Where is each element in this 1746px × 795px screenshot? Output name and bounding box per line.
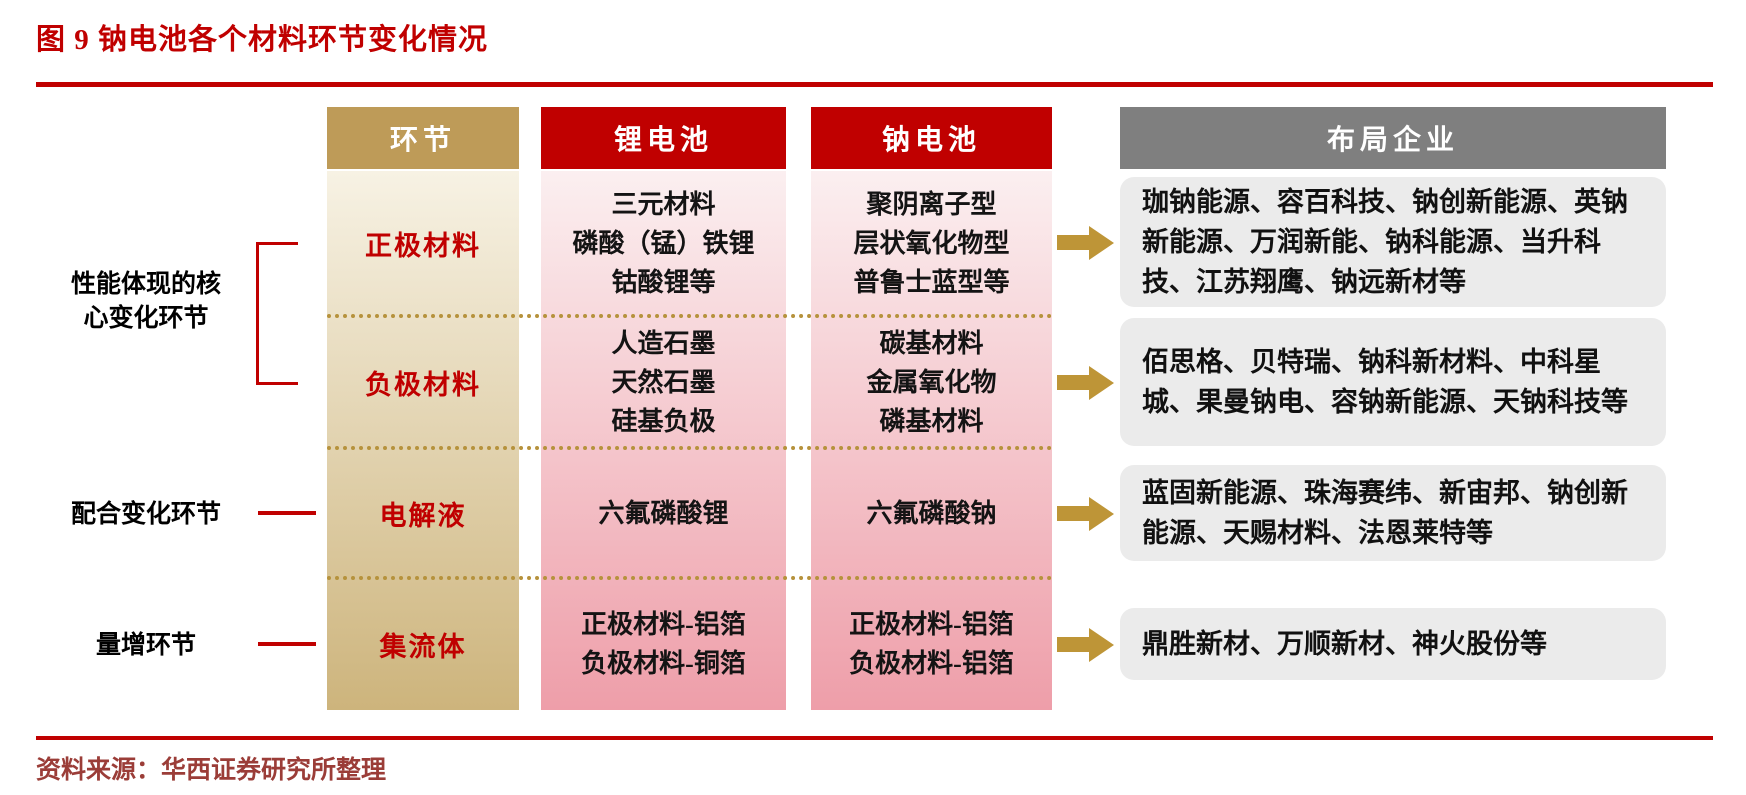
segment-cell-collector: 集流体 bbox=[379, 631, 467, 662]
arrow-right-icon bbox=[1057, 637, 1089, 652]
segment-cell-electrolyte: 电解液 bbox=[379, 500, 467, 531]
company-list: 佰思格、贝特瑞、钠科新材料、中科星城、果曼钠电、容钠新能源、天钠科技等 bbox=[1142, 347, 1628, 417]
company-list: 珈钠能源、容百科技、钠创新能源、英钠新能源、万润新能、钠科能源、当升科技、江苏翔… bbox=[1142, 187, 1628, 297]
sodium-cell-anode: 碳基材料 金属氧化物 磷基材料 bbox=[866, 328, 997, 436]
lithium-cell-electrolyte: 六氟磷酸锂 bbox=[598, 498, 729, 528]
coordinate-change-label: 配合变化环节 bbox=[70, 501, 221, 528]
companies-column-header: 布局企业 bbox=[1120, 107, 1666, 169]
lithium-cell-anode: 人造石墨 天然石墨 硅基负极 bbox=[611, 328, 716, 436]
sodium-cell-cathode: 聚阴离子型 层状氧化物型 普鲁士蓝型等 bbox=[853, 190, 1010, 297]
lithium-cell-collector: 正极材料-铝箔 负极材料-铜箔 bbox=[581, 610, 746, 678]
bracket-line bbox=[256, 242, 298, 245]
sodium-cell-electrolyte: 六氟磷酸钠 bbox=[866, 498, 997, 528]
connector-line bbox=[258, 511, 316, 515]
sodium-cell-collector: 正极材料-铝箔 负极材料-铝箔 bbox=[849, 610, 1014, 678]
row-separator bbox=[327, 314, 1052, 318]
arrow-right-icon bbox=[1057, 235, 1089, 250]
connector-line bbox=[258, 642, 316, 646]
segment-column: 正极材料 负极材料 电解液 集流体 bbox=[327, 171, 519, 710]
sodium-column: 聚阴离子型 层状氧化物型 普鲁士蓝型等 碳基材料 金属氧化物 磷基材料 六氟磷酸… bbox=[811, 171, 1052, 710]
segment-cell-anode: 负极材料 bbox=[365, 369, 481, 400]
row-separator bbox=[327, 446, 1052, 450]
lithium-column-header: 锂电池 bbox=[541, 107, 786, 169]
lithium-column: 三元材料 磷酸（锰）铁锂 钴酸锂等 人造石墨 天然石墨 硅基负极 六氟磷酸锂 正… bbox=[541, 171, 786, 710]
company-box-cathode: 珈钠能源、容百科技、钠创新能源、英钠新能源、万润新能、钠科能源、当升科技、江苏翔… bbox=[1120, 177, 1666, 307]
row-separator bbox=[327, 576, 1052, 580]
company-box-anode: 佰思格、贝特瑞、钠科新材料、中科星城、果曼钠电、容钠新能源、天钠科技等 bbox=[1120, 318, 1666, 446]
core-change-label: 性能体现的核 心变化环节 bbox=[70, 271, 221, 332]
company-list: 鼎胜新材、万顺新材、神火股份等 bbox=[1142, 629, 1547, 659]
lithium-cell-cathode: 三元材料 磷酸（锰）铁锂 钴酸锂等 bbox=[572, 190, 755, 297]
arrow-right-icon bbox=[1057, 506, 1089, 521]
sodium-column-header: 钠电池 bbox=[811, 107, 1052, 169]
segment-cell-cathode: 正极材料 bbox=[365, 231, 481, 261]
arrow-right-icon bbox=[1057, 375, 1089, 390]
company-box-collector: 鼎胜新材、万顺新材、神火股份等 bbox=[1120, 608, 1666, 680]
bracket-line bbox=[256, 242, 259, 385]
volume-increase-label: 量增环节 bbox=[95, 632, 196, 659]
top-rule bbox=[36, 82, 1713, 87]
company-box-electrolyte: 蓝固新能源、珠海赛纬、新宙邦、钠创新能源、天赐材料、法恩莱特等 bbox=[1120, 465, 1666, 561]
bottom-rule bbox=[36, 736, 1713, 740]
company-list: 蓝固新能源、珠海赛纬、新宙邦、钠创新能源、天赐材料、法恩莱特等 bbox=[1142, 478, 1628, 548]
source-note: 资料来源：华西证券研究所整理 bbox=[36, 757, 387, 784]
segment-column-header: 环节 bbox=[327, 107, 519, 169]
figure-title: 图 9 钠电池各个材料环节变化情况 bbox=[36, 24, 489, 56]
bracket-line bbox=[256, 382, 298, 385]
